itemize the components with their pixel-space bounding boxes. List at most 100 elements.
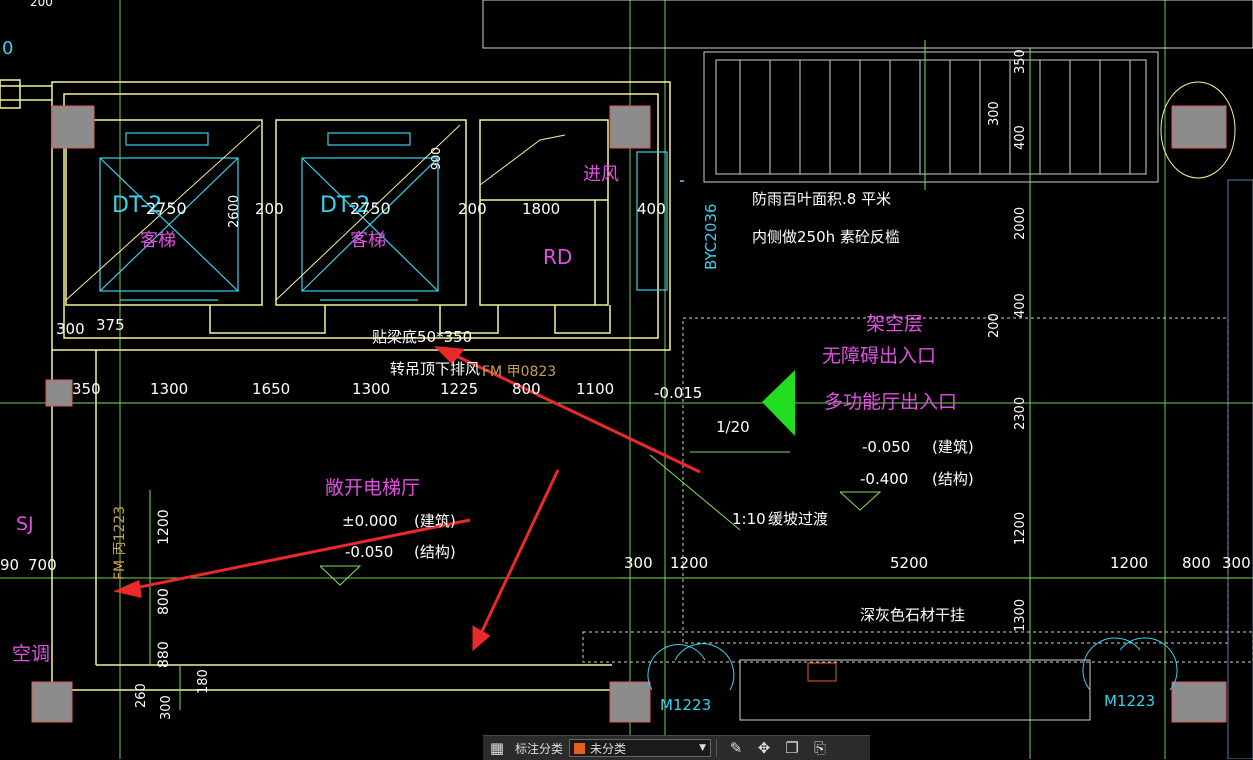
intake-air-label: 进风 bbox=[583, 164, 619, 185]
row-dim-5: 800 bbox=[512, 380, 541, 398]
bottom-dim-0: 300 bbox=[624, 554, 653, 572]
toolbar-divider bbox=[716, 739, 718, 757]
dim-1200-v: 1200 bbox=[156, 509, 172, 545]
right-dim-4: 400 bbox=[1013, 293, 1028, 318]
oh-struct-label: (结构) bbox=[932, 470, 974, 488]
elevator-1-dim: 2750 bbox=[146, 199, 187, 218]
bottom-openings bbox=[647, 637, 1178, 691]
lobby-level-arch: ±0.000 bbox=[342, 512, 398, 530]
lobby-level-struct: -0.050 bbox=[345, 543, 393, 561]
elevator-1-depth: 2600 bbox=[227, 195, 242, 228]
barrier-free-entrance: 无障碍出入口 bbox=[822, 345, 936, 367]
dim-200-b: 200 bbox=[458, 200, 487, 218]
dim-700: 700 bbox=[28, 556, 57, 574]
row-dim-2: 1650 bbox=[252, 380, 290, 398]
category-select[interactable]: 未分类 ▼ bbox=[569, 739, 712, 757]
multi-hall-entrance: 多功能厅出入口 bbox=[824, 391, 957, 413]
dim-880-v: 880 bbox=[156, 641, 172, 668]
elevator-2-id: DT-2 bbox=[320, 193, 370, 218]
elevator-cabins bbox=[99, 132, 668, 301]
dim-180: 180 bbox=[196, 669, 211, 694]
door-fm-c: FM 丙1223 bbox=[112, 506, 128, 580]
slope-1-20: 1/20 bbox=[716, 418, 750, 436]
right-dim-1: 300 bbox=[987, 101, 1002, 126]
right-dim-5: 200 bbox=[987, 313, 1002, 338]
elevator-1-id: DT-2 bbox=[112, 193, 162, 218]
dim-400-side: 400 bbox=[637, 200, 666, 218]
edit-icon[interactable]: ✎ bbox=[729, 739, 743, 757]
louver-code: BYC2036 bbox=[702, 204, 720, 270]
structural-columns bbox=[31, 105, 1227, 723]
category-color-swatch bbox=[574, 742, 586, 754]
elevator-1-name: 客梯 bbox=[140, 230, 176, 251]
row-dim-3: 1300 bbox=[352, 380, 390, 398]
door-m1223-b: M1223 bbox=[1104, 692, 1155, 710]
move-icon[interactable]: ✥ bbox=[757, 739, 771, 757]
dim-1800: 1800 bbox=[522, 200, 560, 218]
grid-view-icon[interactable]: ▦ bbox=[489, 739, 505, 757]
level-m0015: -0.015 bbox=[654, 384, 702, 402]
sj-label: SJ bbox=[16, 513, 34, 535]
right-dim-2: 400 bbox=[1013, 125, 1028, 150]
louver-note-1: 防雨百叶面积.8 平米 bbox=[752, 190, 891, 208]
ramp-slope: 1:10 bbox=[732, 510, 766, 528]
row-dim-0: 350 bbox=[72, 380, 101, 398]
paste-icon[interactable]: ⎘ bbox=[814, 739, 827, 757]
dim-375: 375 bbox=[96, 316, 125, 334]
bottom-dim-5: 300 bbox=[1222, 554, 1251, 572]
overhead-title: 架空层 bbox=[866, 313, 923, 335]
aircon-label: 空调 bbox=[12, 643, 50, 665]
annotation-toolbar: ▦ 标注分类 未分类 ▼ ✎ ✥ ❐ ⎘ bbox=[483, 735, 870, 760]
bottom-dim-1: 1200 bbox=[670, 554, 708, 572]
dim-200-a: 200 bbox=[255, 200, 284, 218]
room-rd: RD bbox=[543, 245, 572, 269]
right-dim-6: 2300 bbox=[1013, 397, 1028, 430]
right-dim-0: 350 bbox=[1013, 49, 1028, 74]
overhead-hatch bbox=[680, 180, 684, 182]
dim-260: 260 bbox=[134, 683, 149, 708]
louver-frame bbox=[482, 0, 1253, 183]
left-partial-dim: 0 bbox=[2, 38, 13, 59]
row-dim-1: 1300 bbox=[150, 380, 188, 398]
copy-icon[interactable]: ❐ bbox=[785, 739, 799, 757]
oh-level-arch: -0.050 bbox=[862, 438, 910, 456]
row-dim-6: 1100 bbox=[576, 380, 614, 398]
lobby-struct-label: (结构) bbox=[414, 543, 456, 561]
dim-800-v: 800 bbox=[156, 588, 172, 615]
lobby-arch-label: (建筑) bbox=[414, 512, 456, 530]
beam-note: 贴梁底50*350 bbox=[372, 328, 472, 346]
annotation-arrows bbox=[113, 346, 701, 652]
lobby-name: 敞开电梯厅 bbox=[325, 477, 420, 499]
oh-level-struct: -0.400 bbox=[860, 470, 908, 488]
ramp-note: 缓坡过渡 bbox=[768, 510, 828, 528]
exhaust-note: 转吊顶下排风 bbox=[390, 360, 480, 378]
dimension-lines bbox=[60, 48, 1250, 710]
door-m1223-a: M1223 bbox=[660, 696, 711, 714]
right-dim-3: 2000 bbox=[1013, 207, 1028, 240]
right-dim-8: 1300 bbox=[1013, 599, 1028, 632]
right-edge-pattern bbox=[1227, 179, 1253, 759]
bottom-dim-3: 1200 bbox=[1110, 554, 1148, 572]
row-dim-4: 1225 bbox=[440, 380, 478, 398]
dim-90: 90 bbox=[0, 556, 19, 574]
chevron-down-icon: ▼ bbox=[699, 743, 707, 753]
right-dim-7: 1200 bbox=[1013, 512, 1028, 545]
dim-900: 900 bbox=[429, 147, 443, 170]
entrance-triangle-marker bbox=[762, 370, 795, 436]
dim-300-v: 300 bbox=[159, 695, 174, 720]
elevator-2-name: 客梯 bbox=[350, 230, 386, 251]
top-partial-dim: 200 bbox=[30, 0, 53, 9]
door-fm-b: FM 甲0823 bbox=[482, 364, 556, 380]
category-label: 标注分类 bbox=[515, 741, 564, 756]
dim-300: 300 bbox=[56, 320, 85, 338]
bottom-dim-2: 5200 bbox=[890, 554, 928, 572]
bottom-dim-4: 800 bbox=[1182, 554, 1211, 572]
overhead-area bbox=[682, 317, 1229, 644]
category-select-value: 未分类 bbox=[590, 741, 627, 756]
louver-note-2: 内侧做250h 素砼反槛 bbox=[752, 228, 900, 246]
stone-note: 深灰色石材干挂 bbox=[860, 606, 965, 624]
walls bbox=[0, 79, 671, 700]
elevator-2-dim: 2750 bbox=[350, 199, 391, 218]
oh-arch-label: (建筑) bbox=[932, 438, 974, 456]
